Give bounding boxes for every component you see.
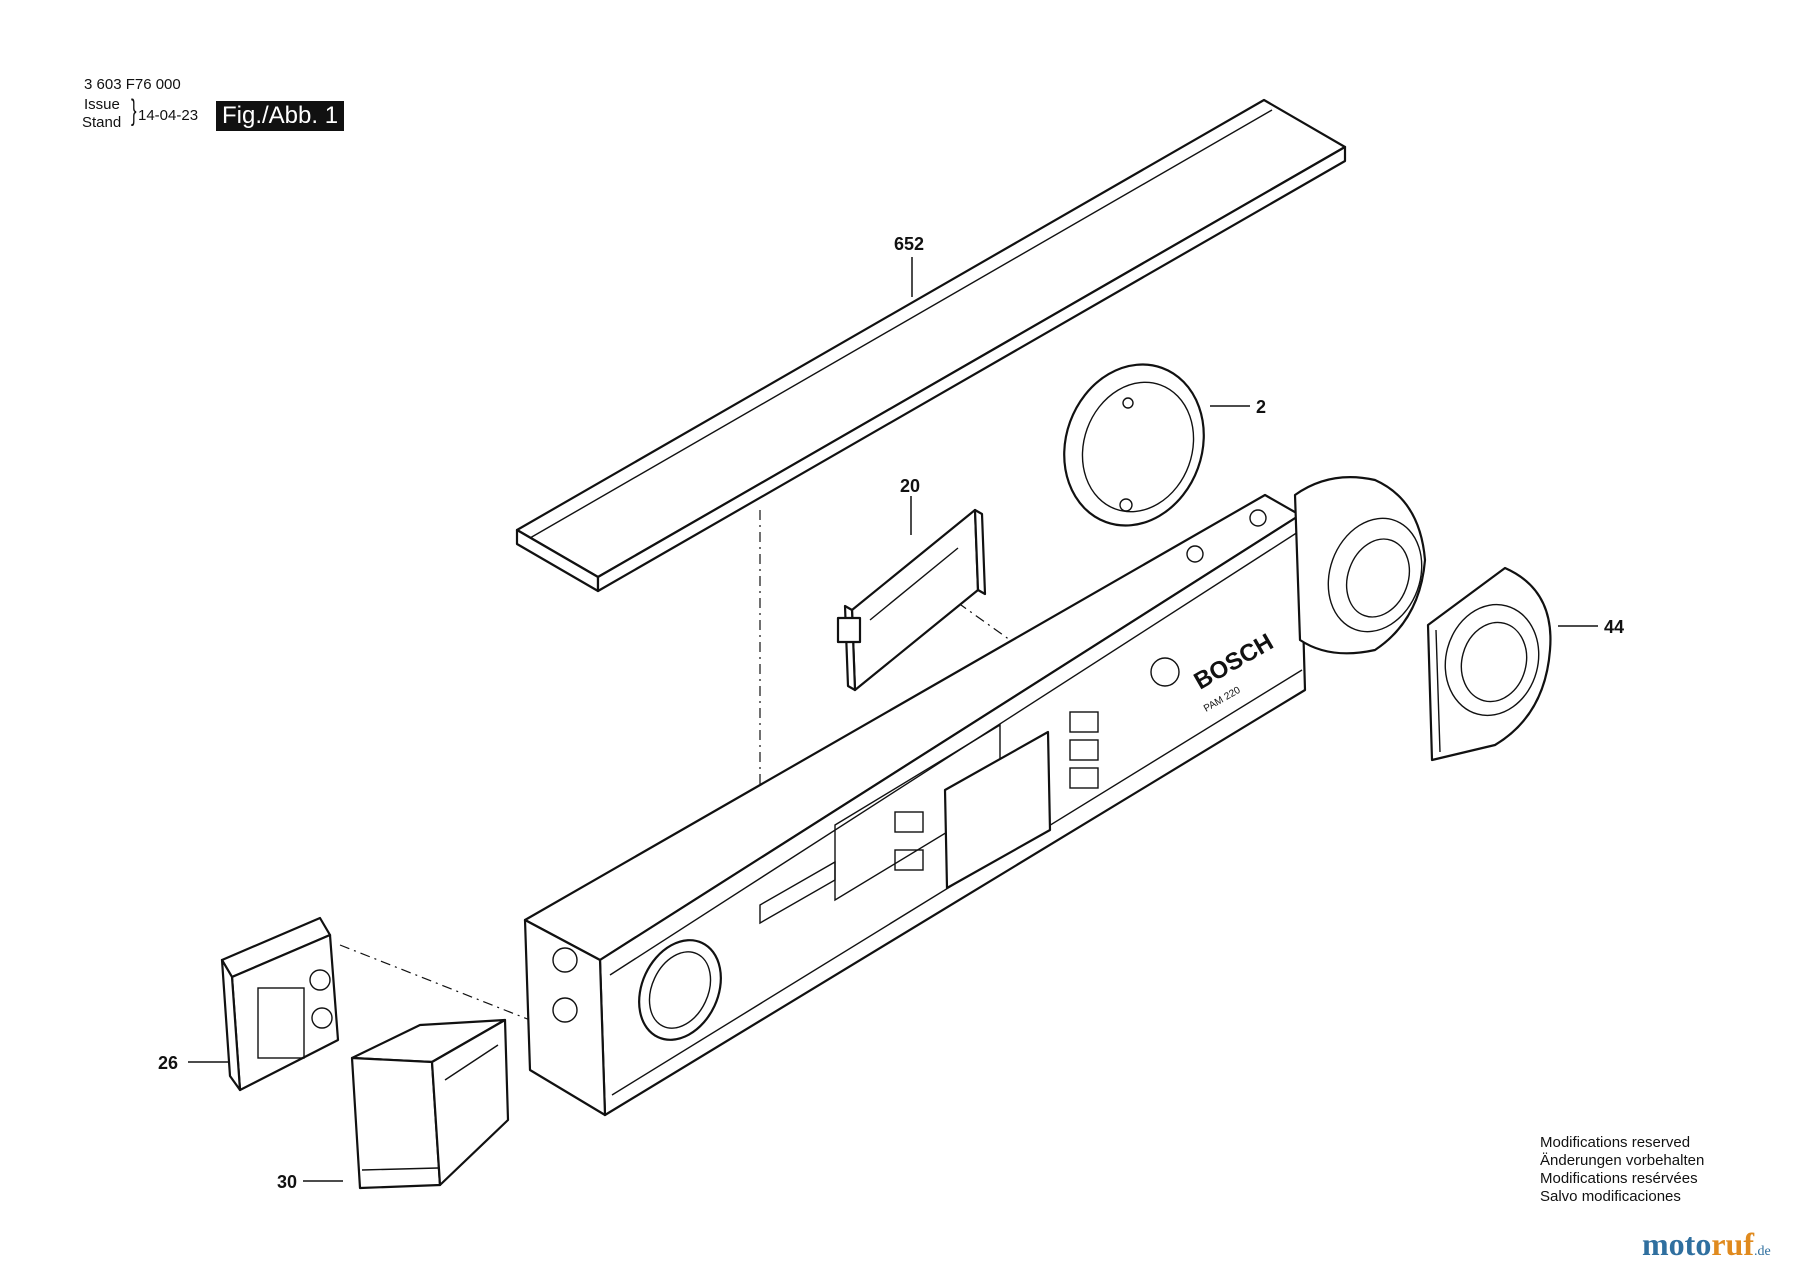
document-number: 3 603 F76 000: [84, 76, 181, 93]
stand-label: Stand: [82, 114, 122, 131]
callout-20: 20: [900, 476, 920, 496]
figure-label: Fig./Abb. 1: [216, 101, 345, 131]
brace-glyph: }: [131, 94, 137, 127]
watermark-part-1: moto: [1642, 1226, 1712, 1262]
assembly-line-endcap: [339, 944, 531, 1021]
callout-30: 30: [277, 1172, 297, 1192]
callout-44: 44: [1604, 617, 1624, 637]
battery-cover-part: [836, 508, 987, 692]
modification-notes: Modifications reserved Änderungen vorbeh…: [1540, 1134, 1704, 1206]
watermark-part-2: ruf: [1711, 1226, 1754, 1262]
note-german: Änderungen vorbehalten: [1540, 1152, 1705, 1169]
end-cap-inner-part: [220, 916, 340, 1092]
callout-2: 2: [1256, 397, 1266, 417]
end-cap-ring-part: [1063, 363, 1205, 527]
watermark-logo: motoruf.de: [1642, 1226, 1771, 1263]
note-english: Modifications reserved: [1540, 1134, 1691, 1151]
pivot-cap-part: [1426, 566, 1552, 762]
issue-label: Issue: [84, 96, 120, 113]
callout-26: 26: [158, 1053, 178, 1073]
end-cap-outer-part: [350, 1018, 510, 1190]
note-french: Modifications resérvées: [1540, 1170, 1698, 1187]
assembly-line-battery: [939, 589, 1011, 641]
main-housing-part: BOSCH PAM 220: [523, 476, 1427, 1117]
note-spanish: Salvo modificaciones: [1540, 1188, 1681, 1205]
watermark-part-3: .de: [1753, 1244, 1771, 1259]
issue-date: 14-04-23: [138, 107, 199, 124]
cover-strip-part: [515, 98, 1347, 593]
callout-652: 652: [894, 234, 924, 254]
